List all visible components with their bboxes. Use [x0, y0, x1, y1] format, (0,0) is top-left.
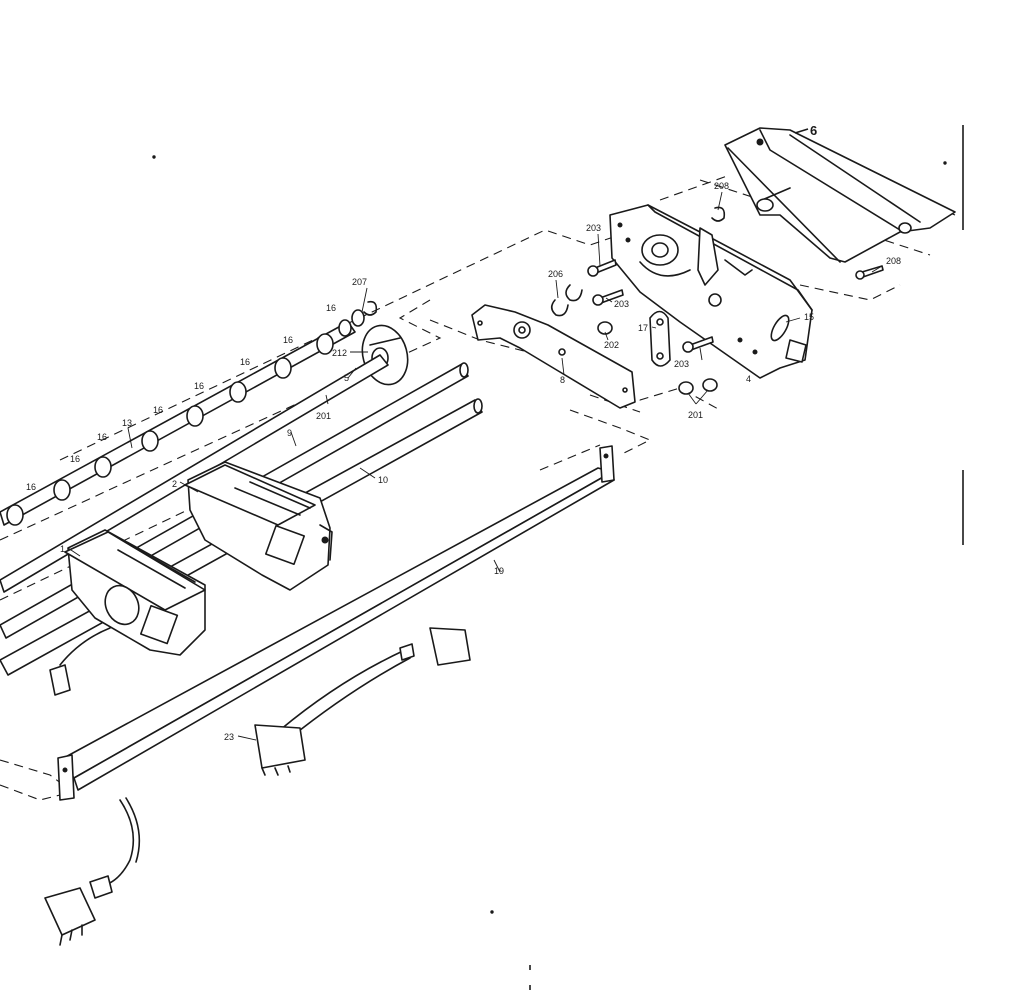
label-15: 15 — [804, 312, 814, 322]
label-16-f: 16 — [97, 432, 107, 442]
part-labels: 6 208 203 206 203 202 17 203 4 15 208 20… — [26, 123, 901, 742]
label-203-c: 203 — [674, 359, 689, 369]
label-16-h: 16 — [26, 482, 36, 492]
page-marks — [152, 125, 964, 990]
label-206: 206 — [548, 269, 563, 279]
label-1: 1 — [60, 544, 65, 554]
loose-connector — [44, 797, 141, 946]
label-13: 13 — [122, 418, 132, 428]
bracket-part-8 — [471, 304, 636, 409]
label-16-c: 16 — [240, 357, 250, 367]
screws-and-washers — [550, 206, 884, 395]
label-16-g: 16 — [70, 454, 80, 464]
platen-shaft-part-13 — [0, 319, 356, 526]
label-23: 23 — [224, 732, 234, 742]
label-201-left: 201 — [316, 411, 331, 421]
end-cover-part-6 — [724, 127, 956, 263]
label-4: 4 — [746, 374, 751, 384]
guide-rail-part-19 — [57, 445, 615, 801]
label-207: 207 — [352, 277, 367, 287]
label-16-d: 16 — [194, 381, 204, 391]
label-212: 212 — [332, 348, 347, 358]
label-202: 202 — [604, 340, 619, 350]
label-16-b: 16 — [283, 335, 293, 345]
label-19: 19 — [494, 566, 504, 576]
label-16-a: 16 — [326, 303, 336, 313]
label-5: 5 — [344, 373, 349, 383]
label-8: 8 — [560, 375, 565, 385]
leader-lines — [67, 191, 883, 741]
label-6: 6 — [810, 123, 817, 138]
label-2: 2 — [172, 479, 177, 489]
side-frame-part-4 — [609, 204, 813, 379]
label-16-e: 16 — [153, 405, 163, 415]
cable-connector-part-23 — [254, 627, 471, 776]
shaft-part-5 — [0, 354, 389, 593]
label-9: 9 — [287, 428, 292, 438]
collar-part-207 — [351, 300, 378, 327]
assembly-guide-lines — [0, 149, 956, 801]
label-208-right: 208 — [886, 256, 901, 266]
carriage-part-1 — [49, 529, 206, 696]
lever-part-17 — [649, 310, 671, 367]
label-17: 17 — [638, 323, 648, 333]
label-203-b: 203 — [614, 299, 629, 309]
label-208-top: 208 — [714, 181, 729, 191]
carriage-part-2 — [184, 461, 333, 591]
label-203-a: 203 — [586, 223, 601, 233]
label-10: 10 — [378, 475, 388, 485]
label-201-right: 201 — [688, 410, 703, 420]
